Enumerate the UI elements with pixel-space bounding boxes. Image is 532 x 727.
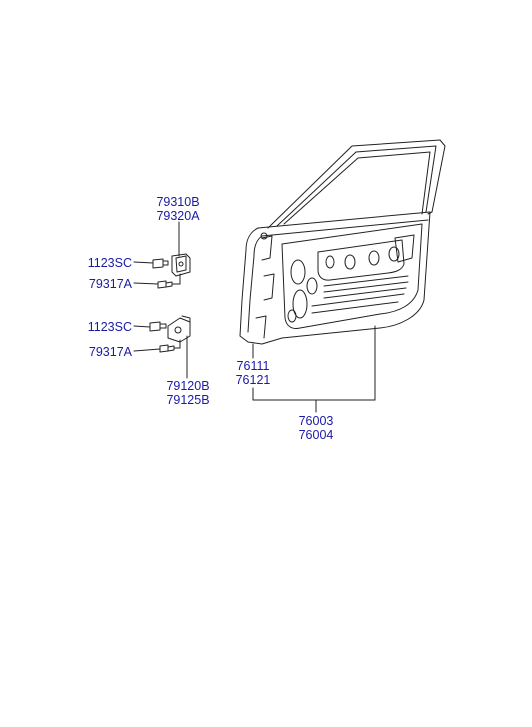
callout-door-assembly-line2: 76004 xyxy=(298,428,334,442)
callout-lower-hinge[interactable]: 79120B 79125B xyxy=(156,379,220,407)
leader-lines xyxy=(133,221,376,413)
callout-lower-screw-label: 79317A xyxy=(88,345,132,359)
callout-door-panel-line2: 76121 xyxy=(235,373,271,387)
callout-lower-hinge-line1: 79120B xyxy=(166,379,210,393)
callout-upper-hinge[interactable]: 79310B 79320A xyxy=(146,195,210,223)
lower-hinge-drawing xyxy=(149,315,191,353)
callout-upper-hinge-line1: 79310B xyxy=(156,195,200,209)
callout-upper-screw-label: 79317A xyxy=(88,277,132,291)
callout-lower-hinge-line2: 79125B xyxy=(166,393,210,407)
callout-lower-bolt-label: 1123SC xyxy=(87,320,132,334)
door-assembly-drawing xyxy=(239,139,446,345)
callout-door-panel-line1: 76111 xyxy=(236,359,270,373)
callout-upper-hinge-line2: 79320A xyxy=(156,209,200,223)
callout-upper-bolt[interactable]: 1123SC xyxy=(70,256,132,270)
callout-lower-screw[interactable]: 79317A xyxy=(70,345,132,359)
callout-door-panel[interactable]: 76111 76121 xyxy=(223,359,283,387)
callout-door-assembly-line1: 76003 xyxy=(298,414,334,428)
upper-hinge-drawing xyxy=(152,253,191,289)
callout-upper-screw[interactable]: 79317A xyxy=(70,277,132,291)
callout-lower-bolt[interactable]: 1123SC xyxy=(70,320,132,334)
callout-upper-bolt-label: 1123SC xyxy=(87,256,132,270)
callout-door-assembly[interactable]: 76003 76004 xyxy=(286,414,346,442)
